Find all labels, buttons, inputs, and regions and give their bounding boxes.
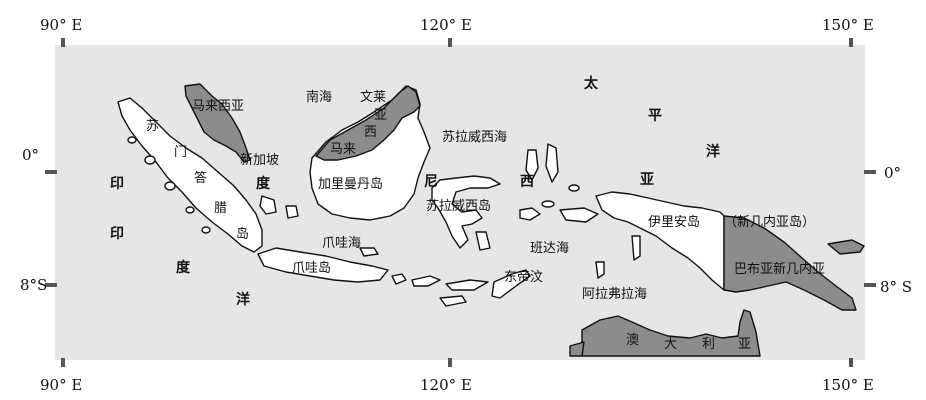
flores-island [445, 279, 489, 291]
seram-island [559, 207, 599, 223]
timor-island [491, 269, 531, 299]
label-indonesia-ni: 尼 [424, 174, 438, 190]
label-australia-li: 利 [702, 337, 715, 352]
sulawesi-southeast-arm [475, 231, 491, 251]
coord-top-120: 120° E [420, 16, 472, 34]
halmahera-island [525, 149, 539, 181]
label-malaysia-east-xi: 西 [364, 125, 377, 140]
frame-ticks [45, 38, 876, 367]
label-indian-ocean-yang: 洋 [236, 291, 250, 308]
label-indian-ocean-du: 度 [176, 259, 191, 276]
label-singapore: 新加坡 [240, 152, 279, 168]
label-sumatra-su: 苏 [146, 118, 159, 134]
label-kalimantan: 加里曼丹岛 [318, 176, 383, 192]
sumatra-islet-1 [127, 136, 137, 144]
tanimbar-island [595, 261, 605, 279]
label-india-yin: 印 [110, 175, 124, 192]
coord-bottom-90: 90° E [40, 376, 82, 394]
bangka-island [259, 195, 277, 215]
sumatra-islet-2 [144, 155, 156, 165]
coord-top-150: 150° E [822, 16, 874, 34]
sumatra-islet-4 [185, 206, 195, 214]
label-australia-ya: 亚 [738, 337, 751, 352]
coord-right-8s: 8° S [880, 278, 912, 296]
label-sulawesi-sea: 苏拉威西海 [442, 129, 507, 145]
belitung-island [285, 205, 299, 219]
papua-new-guinea [723, 215, 857, 311]
label-australia-da: 大 [664, 337, 677, 352]
label-malaysia-east: 马来 [330, 142, 356, 157]
label-australia-ao: 澳 [626, 332, 639, 348]
label-java: 爪哇岛 [292, 260, 331, 276]
label-sumatra-da: 答 [194, 170, 207, 186]
label-indian-ocean-yin: 印 [110, 225, 124, 242]
coord-left-8s: 8°S [20, 276, 47, 294]
coord-bottom-150: 150° E [822, 376, 874, 394]
new-guinea-west [595, 191, 725, 291]
sumatra-islet-5 [201, 226, 211, 234]
java-island [257, 247, 389, 283]
sula-island [541, 200, 555, 208]
label-arafura-sea: 阿拉弗拉海 [582, 287, 647, 302]
label-malaysia-west: 马来西亚 [192, 99, 244, 114]
label-brunei: 文莱 [360, 90, 386, 105]
bali-island [391, 273, 407, 285]
lombok-sumbawa-island [411, 275, 441, 287]
australia-north [581, 309, 761, 357]
label-sumatra-dao: 岛 [236, 226, 249, 242]
coord-top-90: 90° E [40, 16, 82, 34]
label-banda-sea: 班达海 [530, 241, 569, 256]
obi-island [568, 184, 580, 192]
label-brunei-ya: 亚 [374, 108, 387, 123]
label-south-china-sea: 南海 [306, 89, 332, 105]
sumba-island [439, 295, 467, 307]
label-sumatra-men: 门 [174, 145, 187, 160]
sulawesi-island [431, 175, 501, 249]
madura-island [359, 247, 379, 257]
coord-bottom-120: 120° E [420, 376, 472, 394]
coord-right-0: 0° [884, 164, 901, 182]
new-britain-island [827, 239, 865, 255]
label-indonesia-ya: 亚 [640, 172, 654, 188]
label-pacific-tai: 太 [584, 75, 599, 92]
sumatra-islet-3 [164, 181, 176, 191]
coord-left-0: 0° [22, 146, 39, 164]
malay-peninsula [184, 83, 251, 163]
label-pacific-yang: 洋 [706, 143, 720, 160]
halmahera-east-island [545, 143, 559, 183]
label-png: 巴布亚新几内亚 [734, 261, 825, 277]
label-indonesia-du: 度 [256, 175, 271, 192]
label-java-sea: 爪哇海 [322, 236, 361, 251]
label-indonesia-xi: 西 [520, 174, 534, 190]
label-sumatra-la: 腊 [214, 201, 227, 216]
australia-west-tip [569, 341, 585, 357]
buru-island [519, 207, 541, 221]
label-east-timor: 东帝汶 [504, 269, 543, 285]
sumatra-island [117, 97, 263, 253]
label-new-guinea-island: （新几内亚岛） [724, 214, 815, 230]
east-malaysia-region [315, 85, 421, 161]
label-irian: 伊里安岛 [648, 214, 700, 230]
aru-island [631, 235, 641, 261]
label-pacific-ping: 平 [648, 108, 662, 124]
label-sulawesi: 苏拉威西岛 [426, 198, 491, 214]
